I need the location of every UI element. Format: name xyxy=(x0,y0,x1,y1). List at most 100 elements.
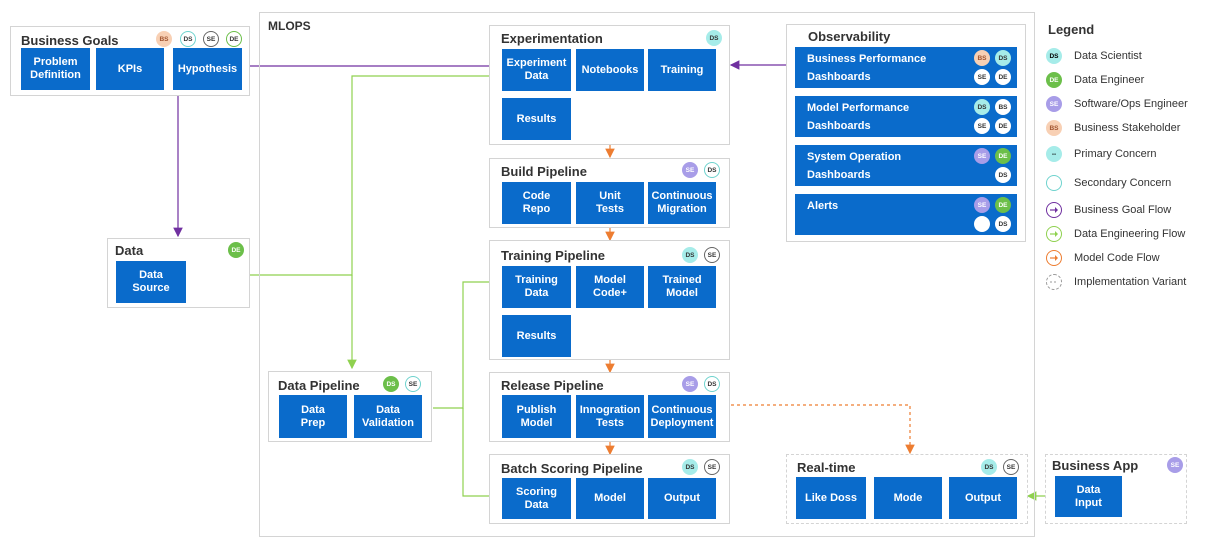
legend-item: DE Data Engineer xyxy=(1046,72,1211,90)
badge-se: SE xyxy=(203,31,219,47)
arrow-right-icon xyxy=(1050,231,1058,237)
badge-se: SE xyxy=(974,69,990,85)
build-pipeline-title: Build Pipeline xyxy=(501,164,587,179)
hypothesis-box[interactable]: Hypothesis xyxy=(173,48,242,90)
data-scientist-icon: DS xyxy=(1046,48,1062,64)
mode-box[interactable]: Mode xyxy=(874,477,942,519)
legend-label: Model Code Flow xyxy=(1074,252,1160,264)
results-box[interactable]: Results xyxy=(502,98,571,140)
mlops-label: MLOPS xyxy=(268,19,311,33)
badge-ds: DS xyxy=(995,216,1011,232)
legend-label: Primary Concern xyxy=(1074,148,1157,160)
integration-tests-box[interactable]: Innogration Tests xyxy=(576,395,644,438)
legend-item: Business Goal Flow xyxy=(1046,202,1211,220)
business-goal-flow-icon xyxy=(1046,202,1062,218)
badge-se: SE xyxy=(1003,459,1019,475)
legend-label: Secondary Concern xyxy=(1074,177,1172,189)
data-input-box[interactable]: Data Input xyxy=(1055,476,1122,517)
badge-ds: DS xyxy=(981,459,997,475)
data-title: Data xyxy=(115,243,144,258)
unit-tests-box[interactable]: Unit Tests xyxy=(576,182,644,224)
realtime-title: Real-time xyxy=(797,460,856,475)
batch-scoring-title: Batch Scoring Pipeline xyxy=(501,461,643,476)
implementation-variant-release-to-realtime xyxy=(731,404,915,455)
legend-item: BS Business Stakeholder xyxy=(1046,120,1211,138)
badge-ds: DS xyxy=(682,247,698,263)
continuous-migration-box[interactable]: Continuous Migration xyxy=(648,182,716,224)
kpis-box[interactable]: KPIs xyxy=(96,48,164,90)
arrow-right-icon xyxy=(1050,207,1058,213)
legend-label: Implementation Variant xyxy=(1074,276,1187,288)
badge-se: SE xyxy=(405,376,421,392)
legend-label: Business Goal Flow xyxy=(1074,204,1172,216)
badge-ds: DS xyxy=(704,162,720,178)
legend-label: Software/Ops Engineer xyxy=(1074,98,1188,110)
output-box[interactable]: Output xyxy=(648,478,716,519)
legend-item: DS Data Scientist xyxy=(1046,48,1211,66)
legend-item: SE Software/Ops Engineer xyxy=(1046,96,1211,114)
implementation-variant-icon xyxy=(1046,274,1062,290)
badge-se: SE xyxy=(974,197,990,213)
business-app-title: Business App xyxy=(1052,458,1139,473)
badge-de: DE xyxy=(995,197,1011,213)
badge-ds: DS xyxy=(383,376,399,392)
data-pipeline-flow-to-training xyxy=(433,281,500,409)
badge-ds: DS xyxy=(180,31,196,47)
training-results-box[interactable]: Results xyxy=(502,315,571,357)
badge-bs: BS xyxy=(995,99,1011,115)
like-doss-box[interactable]: Like Doss xyxy=(796,477,866,519)
data-engineer-icon: DE xyxy=(1046,72,1062,88)
notebooks-box[interactable]: Notebooks xyxy=(576,49,644,91)
release-pipeline-title: Release Pipeline xyxy=(501,378,604,393)
legend-label: Business Stakeholder xyxy=(1074,122,1181,134)
badge-de: DE xyxy=(995,118,1011,134)
secondary-concern-icon xyxy=(1046,175,1062,191)
realtime-output-box[interactable]: Output xyxy=(949,477,1017,519)
model-code-box[interactable]: Model Code+ xyxy=(576,266,644,308)
experimentation-title: Experimentation xyxy=(501,31,603,46)
data-prep-box[interactable]: Data Prep xyxy=(279,395,347,438)
business-goals-title: Business Goals xyxy=(21,33,119,48)
training-pipeline-title: Training Pipeline xyxy=(501,248,606,263)
model-code-flow-icon xyxy=(1046,250,1062,266)
badge-de: DE xyxy=(995,69,1011,85)
code-repo-box[interactable]: Code Repo xyxy=(502,182,571,224)
training-box[interactable]: Training xyxy=(648,49,716,91)
legend-item: Data Engineering Flow xyxy=(1046,226,1211,244)
badge-de: DE xyxy=(228,242,244,258)
problem-definition-box[interactable]: Problem Definition xyxy=(21,48,90,90)
training-data-box[interactable]: Training Data xyxy=(502,266,571,308)
badge-se: SE xyxy=(682,376,698,392)
legend-label: Data Engineer xyxy=(1074,74,1145,86)
badge-ds: DS xyxy=(995,167,1011,183)
business-stakeholder-icon: BS xyxy=(1046,120,1062,136)
data-validation-box[interactable]: Data Validation xyxy=(354,395,422,438)
publish-model-box[interactable]: Publish Model xyxy=(502,395,571,438)
badge-de: DE xyxy=(995,148,1011,164)
legend-item: Secondary Concern xyxy=(1046,175,1211,193)
badge-bs: BS xyxy=(156,31,172,47)
badge-de: DE xyxy=(226,31,242,47)
data-pipeline-title: Data Pipeline xyxy=(278,378,360,393)
badge-bs: BS xyxy=(974,50,990,66)
experiment-data-box[interactable]: Experiment Data xyxy=(502,49,571,91)
dash-icon xyxy=(1050,281,1058,283)
scoring-data-box[interactable]: Scoring Data xyxy=(502,478,571,519)
badge-ds: DS xyxy=(706,30,722,46)
continuous-deployment-box[interactable]: Continuous Deployment xyxy=(648,395,716,438)
badge-ds: DS xyxy=(704,376,720,392)
observability-title: Observability xyxy=(808,29,891,44)
badge-se: SE xyxy=(974,148,990,164)
trained-model-box[interactable]: Trained Model xyxy=(648,266,716,308)
arrow-right-icon xyxy=(1050,255,1058,261)
legend-item: Implementation Variant xyxy=(1046,274,1211,292)
software-ops-engineer-icon: SE xyxy=(1046,96,1062,112)
legend-label: Data Scientist xyxy=(1074,50,1142,62)
badge-se: SE xyxy=(1167,457,1183,473)
primary-concern-icon: -- xyxy=(1046,146,1062,162)
model-box[interactable]: Model xyxy=(576,478,644,519)
legend-label: Data Engineering Flow xyxy=(1074,228,1186,240)
data-source-box[interactable]: Data Source xyxy=(116,261,186,303)
legend-title: Legend xyxy=(1048,22,1095,37)
